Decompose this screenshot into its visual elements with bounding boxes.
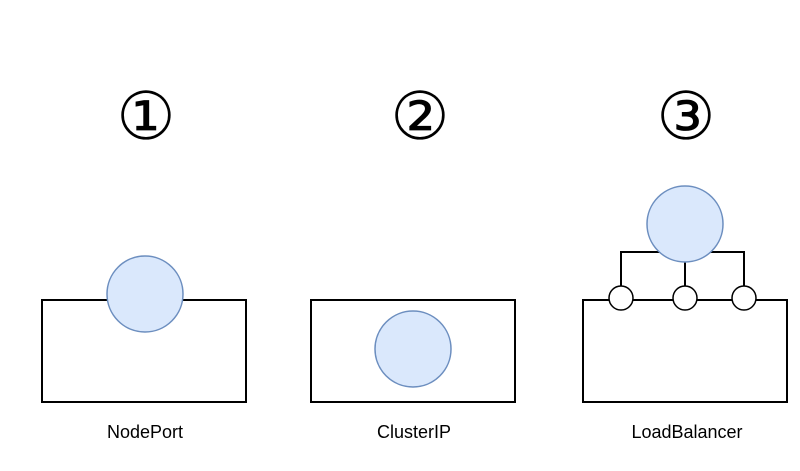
node-port-middle — [672, 285, 698, 311]
node-box-loadbalancer — [582, 299, 788, 403]
panel-label-clusterip: ClusterIP — [377, 422, 451, 442]
panel-number-3: ③ — [656, 78, 715, 155]
panel-loadbalancer: ③ LoadBalancer — [582, 78, 788, 442]
service-endpoint-nodeport — [106, 255, 184, 333]
load-balancer-endpoint — [646, 185, 724, 263]
node-port-left — [608, 285, 634, 311]
panel-number-1: ① — [116, 78, 175, 155]
panel-label-loadbalancer: LoadBalancer — [631, 422, 742, 442]
panel-label-nodeport: NodePort — [107, 422, 183, 442]
panel-clusterip: ② ClusterIP — [310, 78, 516, 442]
panel-nodeport: ① NodePort — [41, 78, 247, 442]
panel-number-2: ② — [390, 78, 449, 155]
service-endpoint-clusterip — [374, 310, 452, 388]
node-port-right — [731, 285, 757, 311]
